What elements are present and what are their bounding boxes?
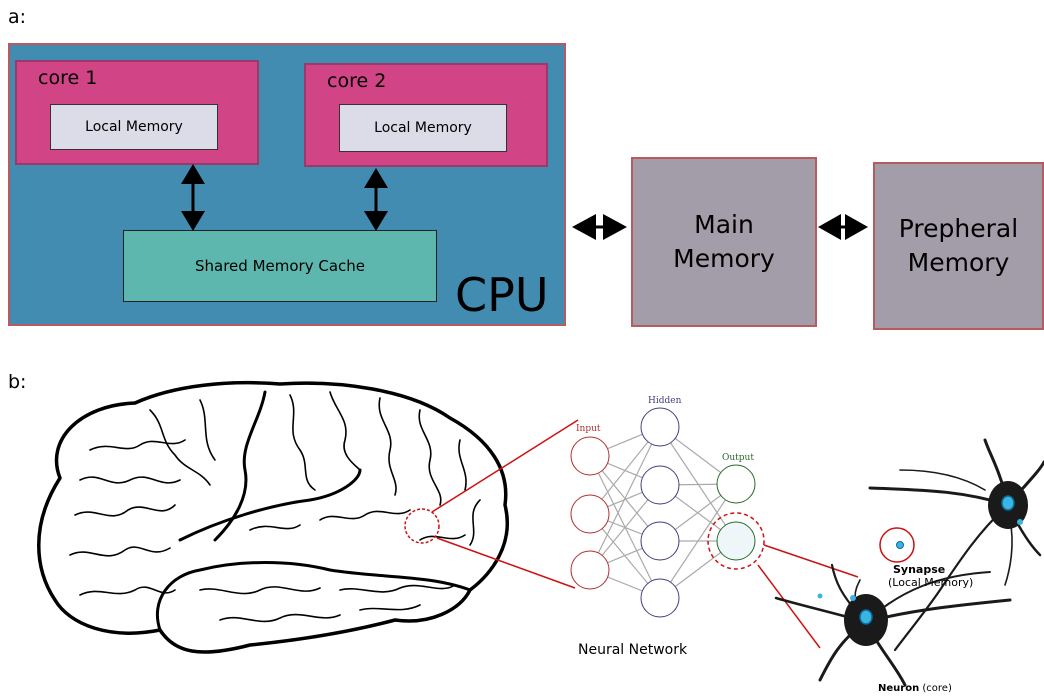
local-memory-1: Local Memory [50, 104, 218, 150]
nn-hidden-node [640, 521, 680, 561]
nn-hidden-node [640, 578, 680, 618]
nn-output-label: Output [722, 453, 754, 463]
nn-caption: Neural Network [578, 642, 688, 658]
synapse-dot [850, 595, 856, 601]
nn-zoom-line-bottom [757, 564, 821, 649]
core-1-title: core 1 [38, 67, 98, 89]
nn-input-node [570, 494, 610, 534]
nn-hidden-label: Hidden [648, 396, 682, 406]
nn-input-node [570, 436, 610, 476]
main-memory-line1: Main [694, 210, 754, 240]
nn-input-label: Input [576, 424, 601, 434]
neuron-label-sub: (core) [922, 683, 952, 694]
nn-zoom-circle [707, 512, 765, 570]
synapse-dot [1017, 519, 1023, 525]
main-peripheral-memory-arrow [818, 214, 868, 240]
panel-a-label: a: [8, 6, 27, 28]
shared-memory-cache: Shared Memory Cache [123, 230, 437, 302]
brain-zoom-circle [404, 508, 440, 544]
synapse-circle [879, 527, 915, 563]
peripheral-memory-line2: Memory [907, 248, 1010, 277]
nn-zoom-line-top [763, 544, 859, 578]
neuron-label: Neuron (core) [878, 683, 952, 694]
cpu-main-memory-arrow [572, 214, 627, 240]
nn-output-node [716, 464, 756, 504]
nn-hidden-node [640, 465, 680, 505]
neuron-label-bold: Neuron [878, 683, 920, 694]
cpu-label: CPU [455, 268, 549, 322]
synapse-dot [817, 593, 823, 599]
brain-zoom-line-bottom [436, 537, 576, 589]
peripheral-memory-line1: Prepheral [898, 214, 1019, 244]
core-2-title: core 2 [327, 70, 387, 92]
local-memory-2: Local Memory [339, 104, 507, 152]
nn-output-node [716, 521, 756, 561]
core2-cache-arrow [364, 168, 388, 231]
panel-b-label: b: [8, 371, 27, 393]
synapse-label: Synapse [893, 563, 946, 576]
main-memory-line2: Memory [673, 244, 775, 273]
main-memory-box: Main Memory [631, 157, 817, 327]
brain-zoom-line-top [431, 419, 579, 513]
neuron-lower-nucleus [859, 609, 873, 625]
nn-input-node [570, 550, 610, 590]
peripheral-memory-box: Prepheral Memory [873, 162, 1044, 330]
nn-hidden-node [640, 407, 680, 447]
neuron-upper-nucleus [1001, 495, 1015, 511]
core1-cache-arrow [181, 164, 205, 231]
synapse-sublabel: (Local Memory) [888, 576, 974, 589]
brain-illustration [37, 380, 509, 654]
synapse-terminal [896, 541, 904, 549]
nn-edges [589, 426, 737, 599]
